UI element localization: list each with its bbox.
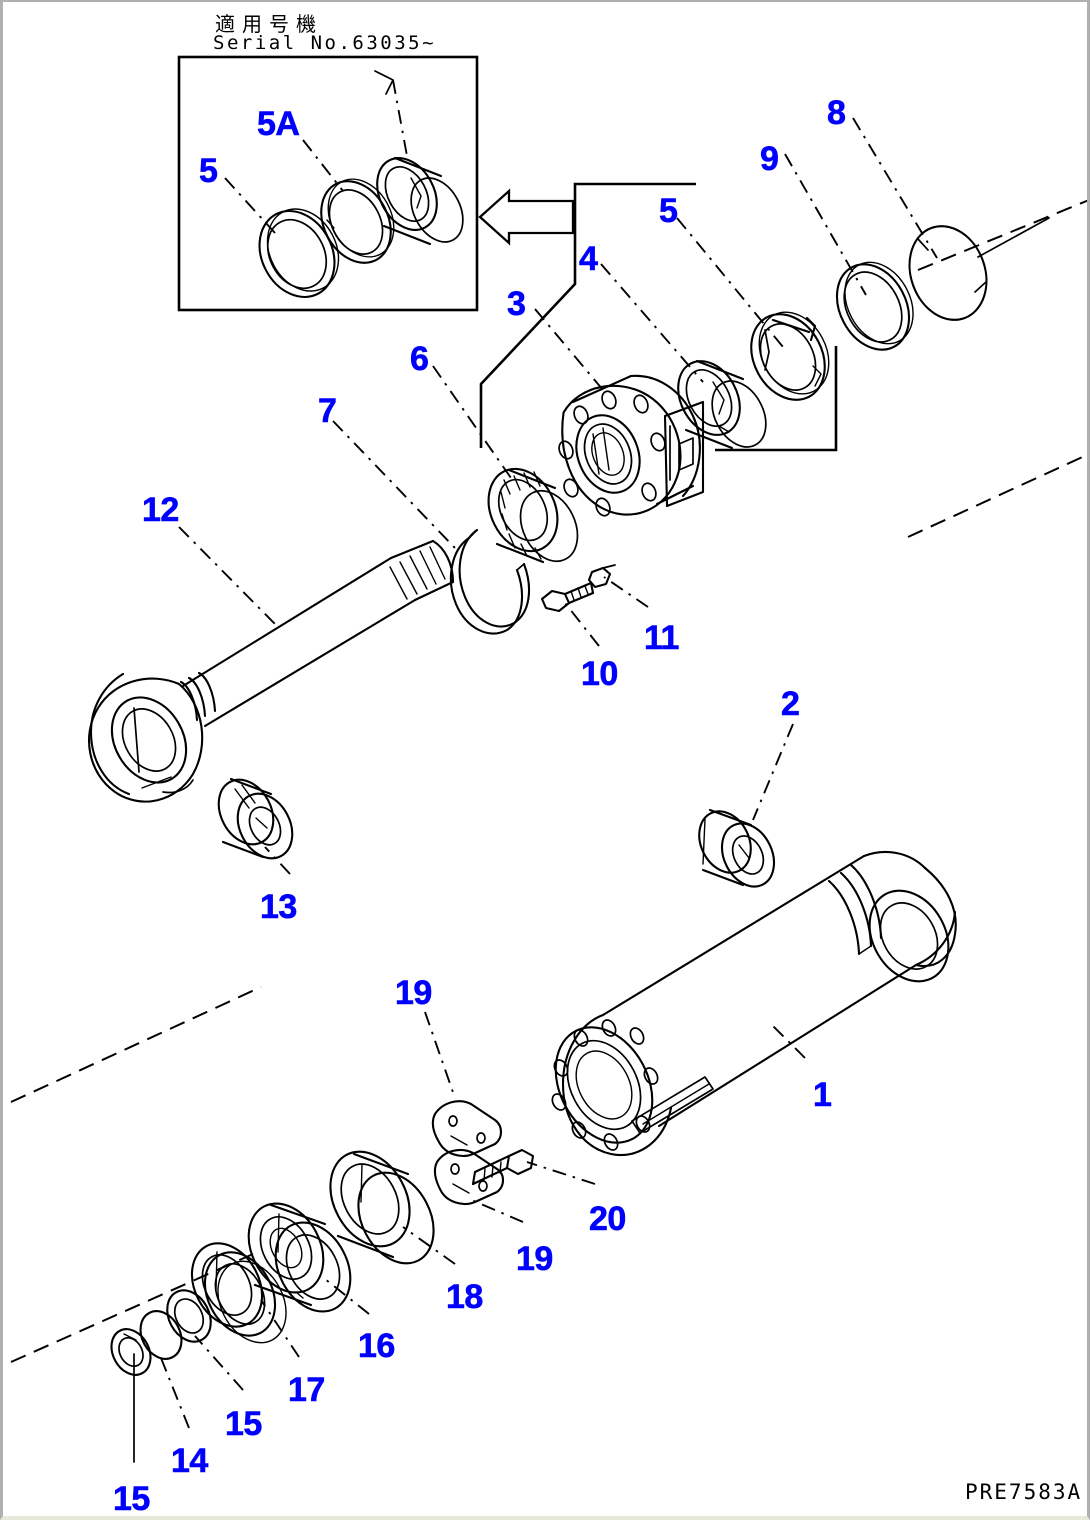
callout-12: 12 xyxy=(142,491,180,529)
leader-part-1 xyxy=(768,1021,806,1059)
leader-part-18 xyxy=(402,1226,456,1265)
callout-10: 10 xyxy=(581,655,619,693)
inset-part-4-bearing-sleeve xyxy=(376,156,464,246)
callout-5A-inset: 5A xyxy=(257,105,301,143)
part-10-bolt xyxy=(540,581,595,613)
callout-1: 1 xyxy=(813,1076,833,1114)
inset-part-5A-seal-ring xyxy=(320,178,395,264)
callout-8: 8 xyxy=(827,94,847,132)
callout-18: 18 xyxy=(446,1278,484,1316)
callout-11: 11 xyxy=(644,619,680,657)
inset-part-5-seal-ring xyxy=(258,208,340,299)
leader-part-2 xyxy=(752,723,794,821)
callout-16: 16 xyxy=(358,1327,396,1365)
leader-part-15-mid xyxy=(194,1335,244,1391)
part-19-half-clamp-upper xyxy=(431,1100,503,1157)
leader-part-12 xyxy=(178,526,276,625)
leader-part-14 xyxy=(160,1357,190,1429)
callout-19-upper: 19 xyxy=(395,974,433,1012)
inset-pointer-arrow xyxy=(478,188,575,246)
part-14-o-ring-small xyxy=(139,1310,183,1360)
inset-leader-lines xyxy=(224,70,408,234)
part-3-cylinder-head-housing xyxy=(558,374,705,517)
part-2-bushing-rod-end xyxy=(698,808,776,888)
callout-9: 9 xyxy=(760,140,780,178)
leader-part-3 xyxy=(534,308,604,391)
leader-part-19-lower xyxy=(466,1197,524,1223)
part-9-backup-ring xyxy=(835,261,914,351)
callout-15-end: 15 xyxy=(113,1480,151,1518)
callout-14: 14 xyxy=(171,1442,209,1480)
part-19-half-clamp-lower xyxy=(433,1148,505,1205)
part-6-splined-collar xyxy=(487,467,579,564)
part-18-piston-retainer-ring xyxy=(329,1150,435,1265)
callout-2: 2 xyxy=(781,685,801,723)
callout-5-main: 5 xyxy=(659,192,679,230)
callout-7: 7 xyxy=(318,392,338,430)
drawing-code-watermark: PRE7583A xyxy=(965,1480,1083,1504)
callout-15-mid: 15 xyxy=(225,1405,263,1443)
callout-20: 20 xyxy=(589,1200,627,1238)
part-20-bolt-clamp xyxy=(471,1148,535,1186)
inset-serial-note: Serial No.63035~ xyxy=(213,32,437,54)
callout-19-lower: 19 xyxy=(516,1240,554,1278)
leader-part-19-upper xyxy=(424,1011,456,1099)
part-13-bushing-piston-rod xyxy=(217,777,294,860)
leader-part-11 xyxy=(603,576,649,608)
callout-6: 6 xyxy=(410,340,430,378)
part-12-piston-rod-assembly xyxy=(87,539,455,803)
part-11-washer xyxy=(587,564,616,589)
leader-part-16 xyxy=(324,1278,370,1315)
part-16-piston xyxy=(247,1202,352,1313)
leader-part-20 xyxy=(526,1161,596,1185)
inset-japanese-note: 適用号機 xyxy=(215,12,323,36)
part-15-backup-ring-end xyxy=(110,1328,152,1376)
leader-part-10 xyxy=(564,602,600,647)
page-edge-continuation-lines xyxy=(10,199,1087,1363)
callout-4: 4 xyxy=(579,240,599,278)
exploded-diagram-artwork: .s { fill:none; stroke:#000; stroke-widt… xyxy=(10,55,1087,1463)
leader-part-7 xyxy=(332,420,456,549)
callout-17: 17 xyxy=(288,1371,326,1409)
callout-5-inset: 5 xyxy=(199,152,219,190)
part-5-seal-ring xyxy=(750,311,830,401)
part-15-backup-ring-mid xyxy=(166,1289,212,1343)
leader-part-17 xyxy=(260,1299,300,1358)
part-7-snap-ring xyxy=(449,528,531,635)
main-row-leader-lines xyxy=(600,117,1050,383)
inset-box xyxy=(177,55,479,312)
part-group-bracket xyxy=(479,182,838,452)
part-17-piston-ring-set xyxy=(190,1242,287,1344)
leader-part-13 xyxy=(264,846,291,875)
part-1-cylinder-tube-body xyxy=(551,850,957,1157)
part-8-o-ring xyxy=(908,225,988,321)
leader-part-6 xyxy=(432,365,512,479)
callout-3: 3 xyxy=(507,285,527,323)
callout-13: 13 xyxy=(260,888,298,926)
part-4-bearing-sleeve xyxy=(677,359,767,450)
